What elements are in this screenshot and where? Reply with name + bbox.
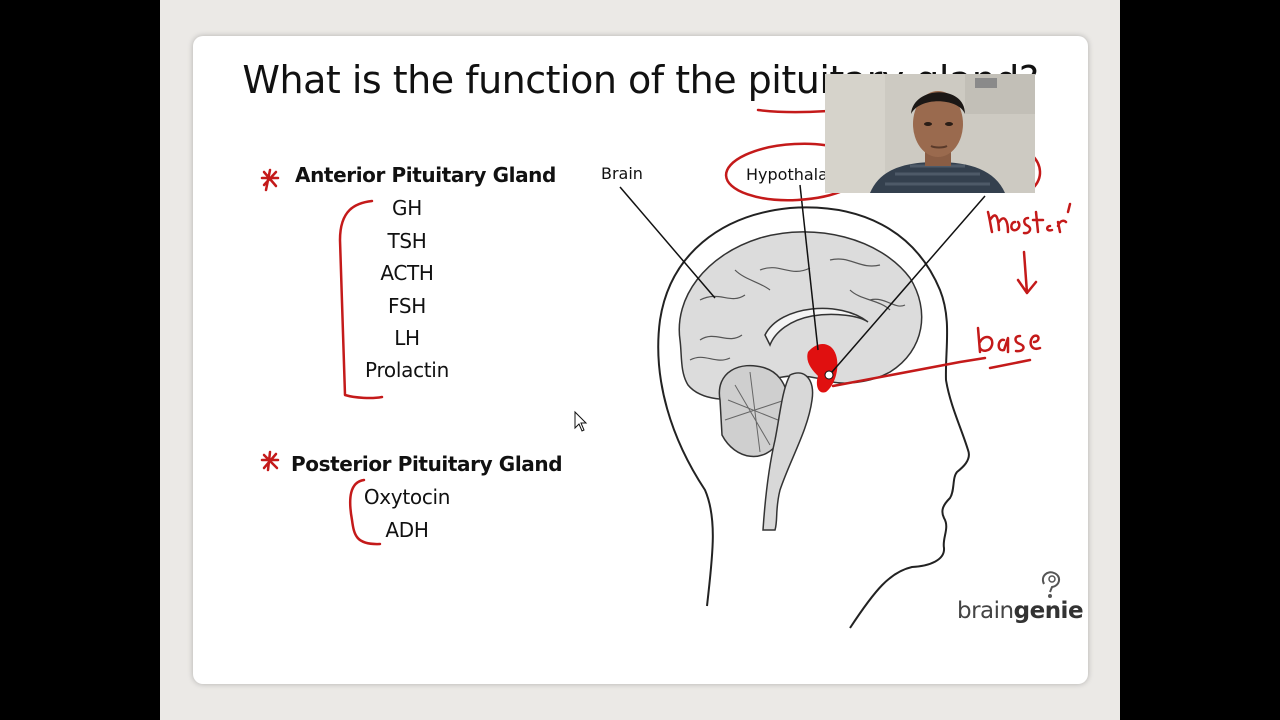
webcam-overlay: [825, 74, 1035, 193]
base-underline: [990, 360, 1030, 368]
annotation-master: [988, 204, 1070, 233]
cursor-icon: [575, 412, 586, 431]
logo-icon: [1038, 570, 1064, 600]
star-icon: [262, 452, 278, 470]
annotation-base: [978, 328, 1040, 352]
posterior-bracket: [350, 480, 380, 544]
anterior-bracket: [340, 201, 382, 398]
star-icon: [262, 170, 278, 190]
braingenie-logo: braingenie: [957, 598, 1083, 624]
